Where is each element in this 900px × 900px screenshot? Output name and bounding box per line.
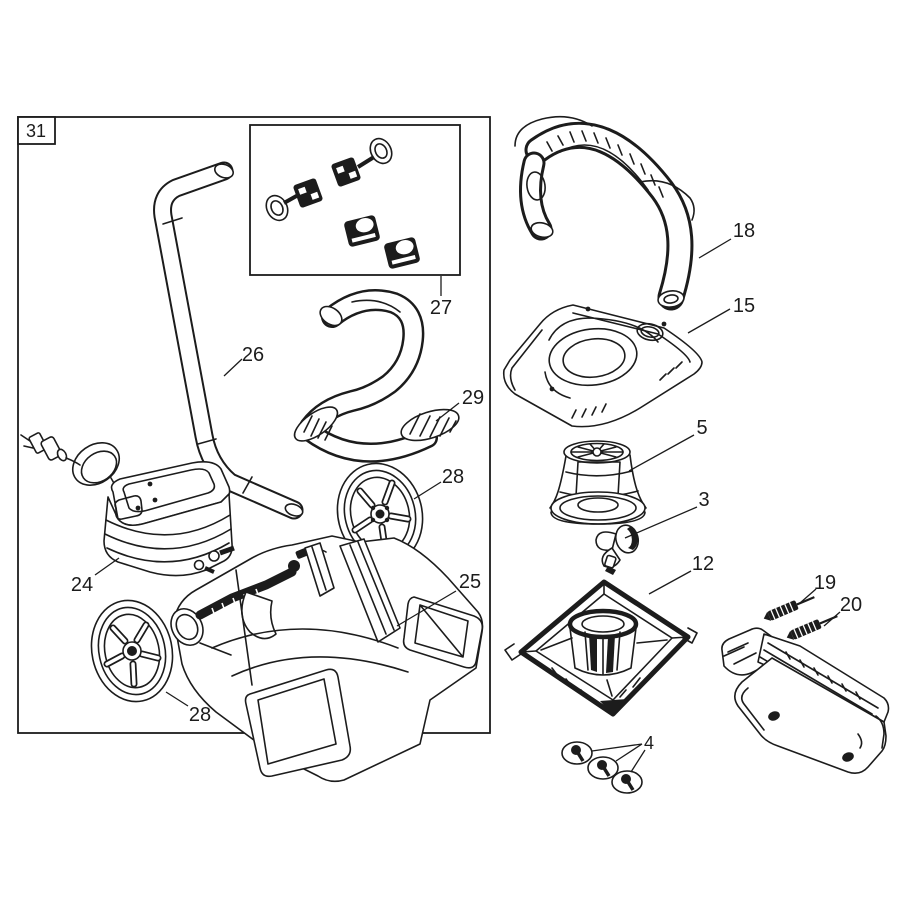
callout-handle-tube: 26	[242, 344, 264, 366]
callout-hardware-inset: 27	[430, 297, 452, 319]
bolt-assembly-left-icon	[265, 178, 323, 222]
clip-icon-b	[384, 237, 420, 269]
part-3-impeller: 3	[595, 489, 710, 575]
screw-icon	[587, 756, 619, 780]
callout-holder-hook: 29	[462, 387, 484, 409]
part-5-filter-cage: 5	[549, 417, 708, 525]
power-plug-icon	[20, 432, 68, 462]
callout-screw-set: 4	[644, 733, 654, 753]
callout-screw-upper: 19	[814, 572, 836, 594]
callout-carry-handle: 18	[733, 220, 755, 242]
bolt-assembly-right-icon	[331, 137, 393, 187]
frame-label-box	[17, 116, 56, 145]
callout-filter-cage: 5	[696, 417, 707, 439]
part-29-holder-hook: 29	[293, 289, 484, 463]
part-25-chassis-base: 25	[170, 535, 484, 783]
part-24-pump-unit: 24	[20, 432, 235, 596]
axle-bracket	[721, 627, 890, 774]
callout-cover-plate: 15	[733, 295, 755, 317]
handle-grip-texture	[546, 130, 664, 198]
part-15-cover-plate: 15	[502, 295, 755, 428]
callout-basket: 12	[692, 553, 714, 575]
screw-icon	[611, 770, 643, 794]
screw-icon	[561, 741, 593, 765]
part-27-hardware-kit: 27	[249, 124, 461, 319]
part-19-screw: 19	[763, 572, 836, 621]
part-18-carry-handle: 18	[514, 115, 755, 311]
wheel-spokes	[103, 621, 162, 688]
part-28-wheel-lower: 28	[90, 599, 211, 726]
inset-border	[249, 124, 461, 276]
callout-pump-unit: 24	[71, 574, 93, 596]
callout-impeller: 3	[698, 489, 709, 511]
part-12-basket: 12	[504, 553, 714, 717]
hook-foot-right	[400, 408, 460, 442]
clip-icon-a	[344, 215, 380, 247]
spray-gun-icon	[195, 546, 327, 640]
callout-frame-box: 31	[26, 121, 46, 141]
callout-wheel-upper: 28	[442, 466, 464, 488]
callout-chassis-base: 25	[459, 571, 481, 593]
callout-wheel-lower: 28	[189, 704, 211, 726]
part-4-screw-set: 4	[561, 733, 654, 794]
callout-screw-lower: 20	[840, 594, 862, 616]
part-20-screw: 20	[786, 594, 862, 640]
hook-foot-left	[293, 406, 339, 442]
